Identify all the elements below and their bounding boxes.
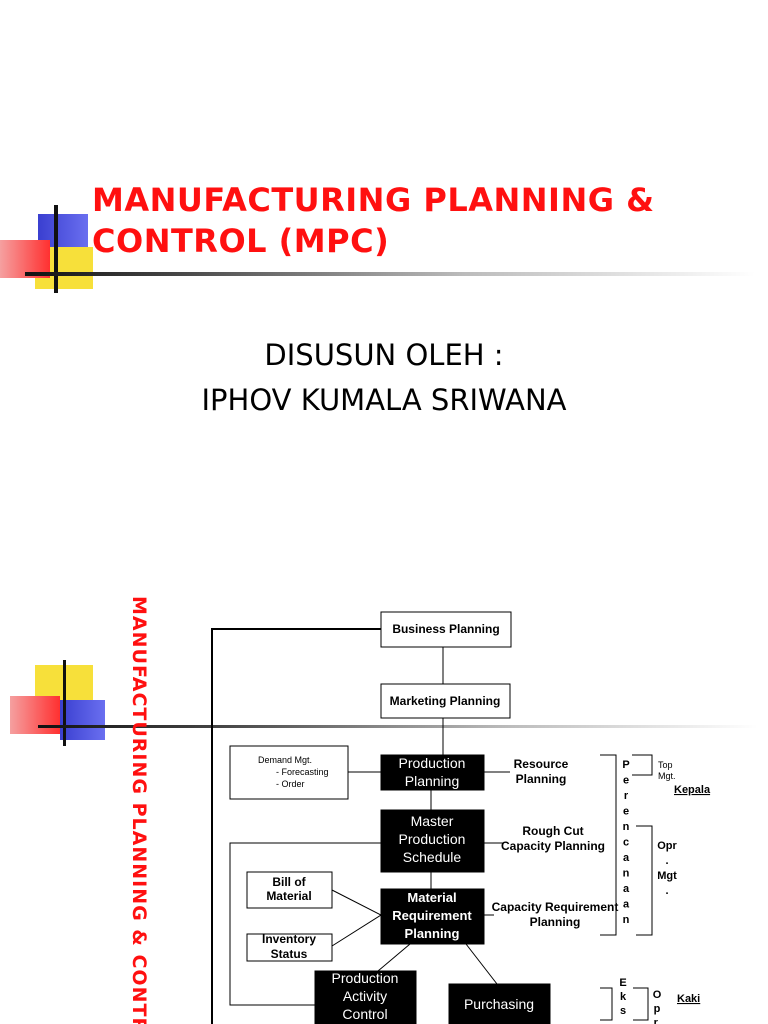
author-name: IPHOV KUMALA SRIWANA	[201, 383, 567, 417]
rough-cut-label-2: Capacity Planning	[501, 839, 605, 853]
business-planning-box	[380, 611, 512, 648]
inventory-label-1: Inventory	[262, 932, 316, 946]
opr-bottom-letters: Op r.	[653, 989, 662, 1024]
purchasing-box	[448, 983, 551, 1024]
letter: r	[624, 790, 629, 802]
author-block: DISUSUN OLEH : IPHOV KUMALA SRIWANA	[0, 333, 768, 423]
inventory-label-2: Status	[271, 947, 308, 961]
business-planning-label: Business Planning	[392, 622, 499, 636]
slide-title-line2: CONTROL (MPC)	[92, 222, 390, 260]
connector	[377, 943, 411, 972]
letter: E	[619, 977, 626, 989]
mrp-label-3: Planning	[405, 926, 460, 941]
feedback-line-outer	[211, 628, 381, 1024]
letter: r.	[654, 1017, 661, 1024]
connector	[331, 889, 383, 947]
decor-blue-square-2	[60, 700, 105, 740]
resource-planning-label-1: Resource	[514, 757, 569, 771]
production-planning-box	[380, 754, 485, 791]
mrp-label-1: Material	[407, 890, 456, 905]
bracket-perencanaan-left	[600, 754, 617, 936]
resource-planning-label-2: Planning	[516, 772, 567, 786]
bill-of-material-box	[246, 871, 333, 909]
letter: .	[665, 855, 668, 867]
bracket-opr-mgt	[636, 825, 653, 936]
capacity-requirement-label-2: Planning	[530, 915, 581, 929]
top-mgt-label-1: Top	[658, 760, 673, 770]
mps-label-1: Master	[411, 813, 454, 829]
vertical-slide-title: MANUFACTURING PLANNING & CONTR	[128, 596, 150, 1024]
letter: n	[623, 821, 630, 833]
letter: P	[622, 759, 629, 771]
production-planning-label-2: Planning	[405, 773, 460, 789]
letter: Opr	[657, 840, 677, 852]
letter: k	[620, 991, 627, 1003]
letter: n	[623, 868, 630, 880]
letter: p	[654, 1003, 661, 1015]
letter: O	[653, 989, 662, 1001]
feedback-line-inner	[229, 842, 381, 1006]
pac-label-1: Production	[332, 970, 399, 986]
mrp-label-2: Requirement	[392, 908, 472, 923]
mps-label-2: Production	[399, 831, 466, 847]
connector	[465, 943, 498, 985]
letter: e	[623, 806, 629, 818]
opr-mgt-letters: Opr. Mgt.	[657, 840, 677, 897]
slide-title-line1: MANUFACTURING PLANNING &	[92, 181, 655, 219]
kaki-label: Kaki	[677, 993, 700, 1005]
material-requirement-planning-box	[380, 888, 485, 945]
letter: a	[623, 899, 630, 911]
letter: s	[620, 1005, 626, 1017]
mpc-diagram-slide: MANUFACTURING PLANNING & CONTR Business …	[0, 560, 768, 1024]
inventory-status-box	[246, 933, 333, 962]
bom-label-2: Material	[266, 889, 311, 903]
letter: Mgt	[657, 870, 677, 882]
marketing-planning-label: Marketing Planning	[390, 694, 501, 708]
production-activity-control-box	[314, 970, 417, 1024]
bracket-top-mgt	[632, 754, 653, 776]
rough-cut-label-1: Rough Cut	[522, 824, 583, 838]
slide-title: MANUFACTURING PLANNING & CONTROL (MPC)	[92, 180, 732, 262]
title-slide: MANUFACTURING PLANNING & CONTROL (MPC) D…	[0, 180, 768, 423]
letter: c	[623, 837, 629, 849]
demand-mgt-label: Demand Mgt.	[258, 755, 312, 765]
pac-label-2: Activity	[343, 988, 387, 1004]
author-label: DISUSUN OLEH :	[264, 338, 504, 372]
marketing-planning-box	[380, 683, 511, 719]
production-planning-label-1: Production	[399, 755, 466, 771]
decor-vertical-line-2	[63, 660, 66, 746]
letter: a	[623, 883, 630, 895]
decor-horizontal-line-2	[38, 725, 758, 728]
letter: .	[665, 885, 668, 897]
capacity-requirement-label-1: Capacity Requirement	[492, 900, 619, 914]
letter: e	[623, 775, 629, 787]
bracket-opr-bottom	[633, 987, 649, 1021]
kepala-label: Kepala	[674, 784, 711, 796]
eks-letters: Eks	[619, 977, 627, 1017]
decor-horizontal-line	[25, 272, 755, 276]
letter: n	[623, 914, 630, 926]
purchasing-label: Purchasing	[464, 996, 534, 1012]
top-mgt-label-2: Mgt.	[658, 771, 676, 781]
master-production-schedule-box	[380, 809, 485, 873]
mpc-flow-diagram: Business Planning Marketing Planning Dem…	[211, 611, 711, 1024]
bom-label-1: Bill of	[272, 875, 306, 889]
demand-mgt-box	[229, 745, 349, 800]
decor-vertical-line	[54, 205, 58, 293]
pac-label-3: Control	[342, 1006, 387, 1022]
bracket-eks	[600, 987, 613, 1021]
demand-order-label: - Order	[276, 779, 305, 789]
demand-forecasting-label: - Forecasting	[276, 767, 329, 777]
mps-label-3: Schedule	[403, 849, 462, 865]
letter: a	[623, 852, 630, 864]
decor-red-square	[0, 240, 50, 278]
